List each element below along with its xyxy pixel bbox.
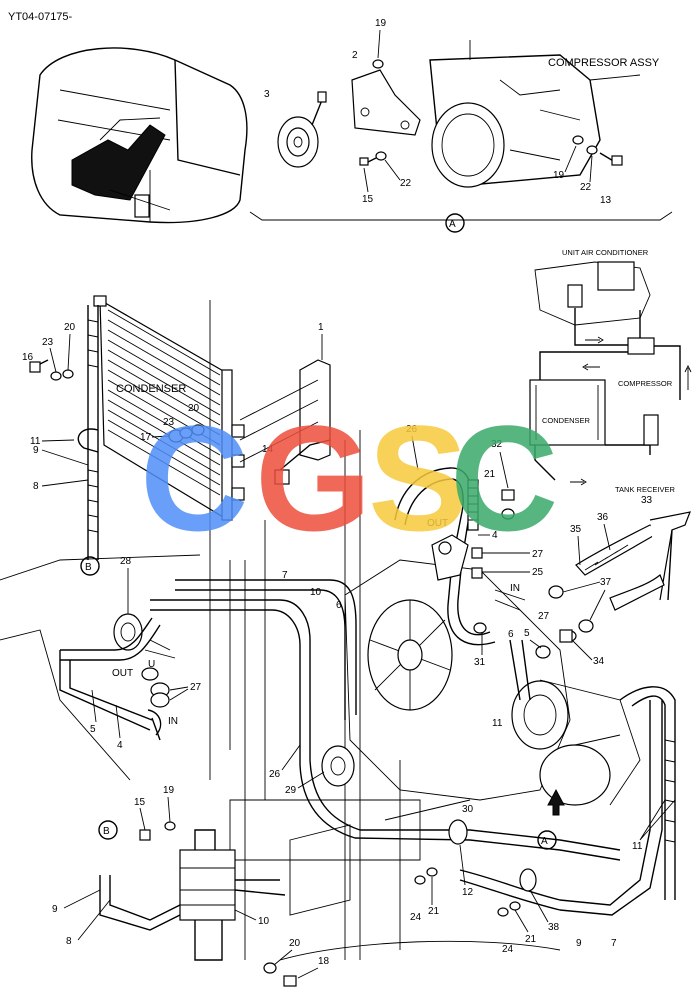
part-25: 25 bbox=[532, 567, 544, 578]
watermark-letter-2: G bbox=[255, 394, 372, 562]
watermark-letter-3: S bbox=[368, 394, 468, 562]
part-9b: 9 bbox=[576, 938, 582, 949]
part-30: 30 bbox=[462, 804, 474, 815]
part-16: 16 bbox=[22, 352, 34, 363]
part-19c: 19 bbox=[163, 785, 175, 796]
part-21b: 21 bbox=[428, 906, 440, 917]
part-26b: 26 bbox=[269, 769, 281, 780]
part-12: 12 bbox=[462, 887, 474, 898]
part-20: 20 bbox=[64, 322, 76, 333]
ac-schematic: UNIT AIR CONDITIONER COMPRESSOR CONDENSE… bbox=[529, 248, 692, 486]
part-22: 22 bbox=[400, 178, 412, 189]
part-15b: 15 bbox=[134, 797, 146, 808]
unit-air-conditioner-title: UNIT AIR CONDITIONER bbox=[562, 248, 649, 257]
part-11b: 11 bbox=[492, 718, 503, 729]
part-27: 27 bbox=[532, 549, 544, 560]
part-20b: 20 bbox=[188, 403, 200, 414]
schematic-compressor-label: COMPRESSOR bbox=[618, 379, 673, 388]
part-21: 21 bbox=[484, 469, 496, 480]
part-10: 10 bbox=[310, 587, 322, 598]
part-19: 19 bbox=[375, 18, 387, 29]
part-32: 32 bbox=[491, 439, 503, 450]
schematic-condenser-label: CONDENSER bbox=[542, 416, 591, 425]
flow-in-left: IN bbox=[168, 716, 178, 727]
condenser-assembly: CONDENSER 16 23 20 11 9 8 17 23 20 B bbox=[22, 295, 245, 576]
part-3: 3 bbox=[264, 89, 270, 100]
callout-a-bottom: A bbox=[541, 836, 548, 847]
part-4: 4 bbox=[492, 530, 498, 541]
part-5b: 5 bbox=[90, 724, 96, 735]
part-18: 18 bbox=[318, 956, 330, 967]
part-20c: 20 bbox=[289, 938, 301, 949]
part-8b: 8 bbox=[66, 936, 72, 947]
drawing-code: YT04-07175- bbox=[8, 11, 73, 23]
part-11: 11 bbox=[30, 436, 41, 447]
part-11c: 11 bbox=[632, 841, 643, 852]
part-6b: 6 bbox=[336, 600, 342, 611]
machine-thumbnail bbox=[31, 47, 248, 224]
part-10b: 10 bbox=[258, 916, 270, 927]
part-5: 5 bbox=[524, 628, 530, 639]
mount-bracket: 1 14 bbox=[239, 322, 331, 485]
part-29: 29 bbox=[285, 785, 297, 796]
part-23: 23 bbox=[42, 337, 54, 348]
part-27c: 27 bbox=[190, 682, 202, 693]
part-31: 31 bbox=[474, 657, 486, 668]
part-24b: 24 bbox=[502, 944, 514, 955]
compressor-assy-title: COMPRESSOR ASSY bbox=[548, 57, 660, 69]
part-9: 9 bbox=[33, 445, 39, 456]
part-2: 2 bbox=[352, 50, 358, 61]
watermark-letter-1: C bbox=[140, 394, 248, 562]
part-26: 26 bbox=[406, 424, 418, 435]
engine-hose-routing: A T bbox=[0, 300, 691, 987]
part-17: 17 bbox=[140, 432, 152, 443]
tank-receiver-title: TANK RECEIVER bbox=[615, 485, 675, 494]
part-9c: 9 bbox=[52, 904, 58, 915]
flow-out-top: OUT bbox=[427, 518, 448, 529]
left-lower-labels: 28 OUT U 27 IN 5 4 B 15 19 9 8 10 20 18 bbox=[52, 556, 330, 979]
part-28: 28 bbox=[120, 556, 132, 567]
flow-u: U bbox=[148, 659, 155, 670]
flow-out-left: OUT bbox=[112, 668, 133, 679]
part-34: 34 bbox=[593, 656, 605, 667]
part-19b: 19 bbox=[553, 170, 565, 181]
part-7b: 7 bbox=[611, 938, 617, 949]
watermark: C G S C bbox=[140, 394, 558, 562]
condenser-title: CONDENSER bbox=[116, 383, 186, 395]
part-6: 6 bbox=[508, 629, 514, 640]
part-33: 33 bbox=[641, 495, 653, 506]
part-38: 38 bbox=[548, 922, 560, 933]
part-37: 37 bbox=[600, 577, 612, 588]
part-1: 1 bbox=[318, 322, 324, 333]
part-24: 24 bbox=[410, 912, 422, 923]
watermark-letter-4: C bbox=[450, 394, 558, 562]
part-22b: 22 bbox=[580, 182, 592, 193]
callout-a-top: A bbox=[449, 219, 456, 230]
part-15: 15 bbox=[362, 194, 374, 205]
part-8: 8 bbox=[33, 481, 39, 492]
part-21c: 21 bbox=[525, 934, 537, 945]
part-4b: 4 bbox=[117, 740, 123, 751]
part-27b: 27 bbox=[538, 611, 550, 622]
part-14: 14 bbox=[262, 444, 274, 455]
compressor-assy-detail: COMPRESSOR ASSY A 19 2 3 15 22 bbox=[249, 18, 673, 233]
callout-b-bottom: B bbox=[103, 826, 110, 837]
part-7: 7 bbox=[282, 570, 288, 581]
part-36: 36 bbox=[597, 512, 609, 523]
part-23b: 23 bbox=[163, 417, 175, 428]
callout-b-left: B bbox=[85, 562, 92, 573]
flow-in-top: IN bbox=[510, 583, 520, 594]
main-area-labels: 26 32 21 OUT 4 27 25 IN 33 35 36 37 27 5… bbox=[269, 424, 676, 955]
part-13: 13 bbox=[600, 195, 612, 206]
part-35: 35 bbox=[570, 524, 582, 535]
